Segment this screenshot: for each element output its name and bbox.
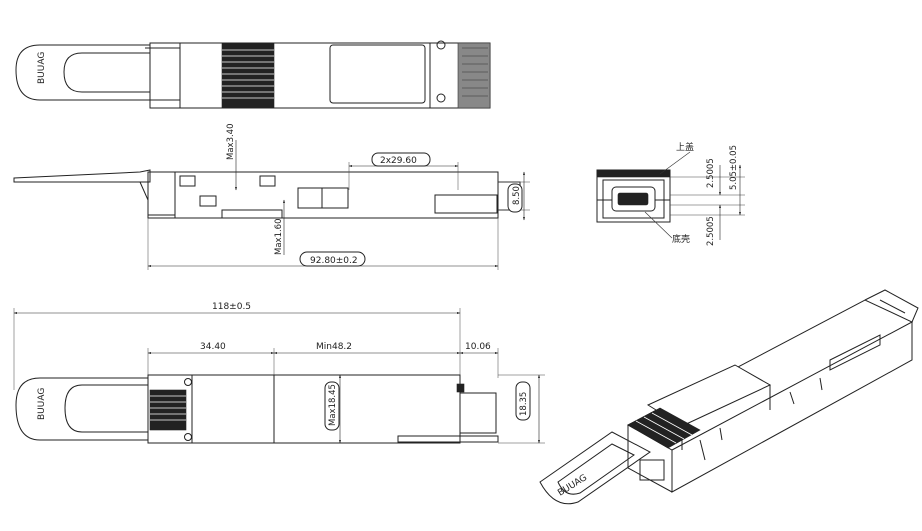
dim-18-35: 18.35 — [519, 392, 529, 416]
label-bottom-shell: 底壳 — [672, 233, 690, 245]
dim-max3-40: Max3.40 — [226, 124, 236, 161]
dim-max18-45: Max18.45 — [328, 384, 338, 426]
dim-min48-2: Min48.2 — [316, 342, 352, 352]
bottom-heatsink — [149, 389, 187, 431]
iso-logo-text: BUUAG — [556, 473, 589, 499]
dim-118: 118±0.5 — [212, 302, 251, 312]
top-view: BUUAG — [15, 40, 491, 109]
top-logo-text: BUUAG — [37, 52, 47, 84]
isometric-view: BUUAG — [539, 289, 919, 505]
dim-2x29-60: 2x29.60 — [380, 156, 417, 166]
dim-max1-60: Max1.60 — [274, 219, 284, 256]
top-heatsink — [221, 42, 275, 109]
label-top-cover: 上盖 — [676, 141, 694, 153]
dim-92-80: 92.80±0.2 — [310, 256, 358, 266]
bottom-view: 118±0.5 34.40 Min48.2 10.06 BUUAG — [13, 302, 545, 444]
end-view: 上盖 底壳 2.5005 5.05±0.05 2.5005 — [596, 141, 745, 246]
dim-10-06: 10.06 — [465, 342, 491, 352]
dim-2-5005-top: 2.5005 — [706, 158, 716, 188]
dim-8-50: 8.50 — [512, 186, 522, 205]
dim-5-05: 5.05±0.05 — [729, 145, 739, 190]
bottom-logo-text: BUUAG — [37, 388, 47, 420]
dim-34-40: 34.40 — [200, 342, 226, 352]
dim-2-5005-bottom: 2.5005 — [706, 216, 716, 246]
iso-heatsink — [627, 407, 701, 449]
side-view: Max3.40 2x29.60 8.50 Max1.60 92.80±0.2 — [13, 124, 530, 270]
